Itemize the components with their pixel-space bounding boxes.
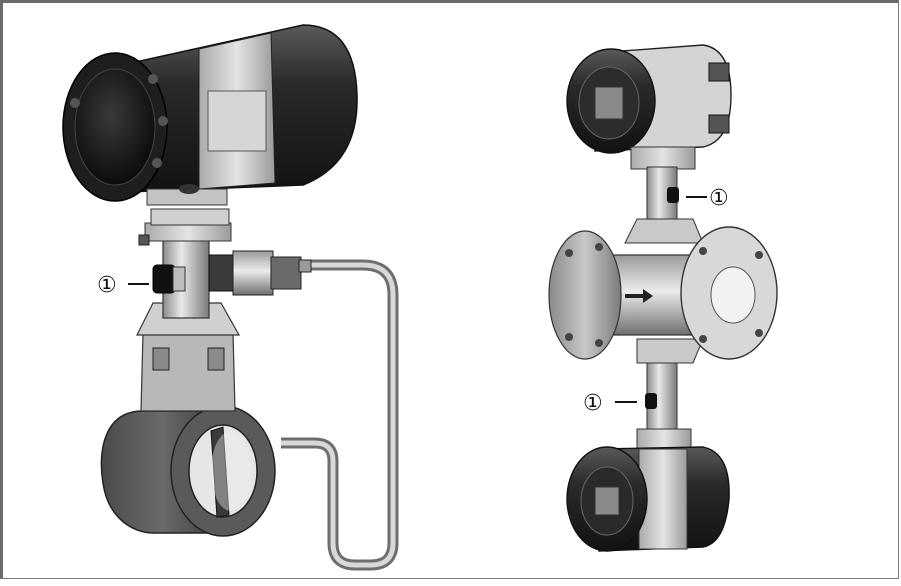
callout-right-lower: ① (583, 391, 637, 416)
right-flowmeter (548, 44, 778, 552)
impulse-tube (281, 259, 399, 571)
mounting-bracket (140, 332, 236, 412)
callout-marker: ① (709, 186, 729, 211)
right-arrow-icon (625, 289, 653, 303)
sensor-plug (152, 264, 176, 294)
callout-right-upper: ① (686, 186, 729, 211)
inlet-flange (548, 230, 622, 360)
bluff-body (210, 426, 230, 518)
lower-sensor-plug (645, 393, 657, 409)
left-flowmeter (62, 24, 399, 571)
callout-left: ① (97, 273, 149, 298)
callout-marker: ① (583, 391, 603, 416)
tube-fitting (208, 254, 236, 292)
callout-marker: ① (97, 273, 117, 298)
upper-sensor-plug (667, 187, 679, 203)
flowmeter-illustration: ① (62, 24, 778, 571)
